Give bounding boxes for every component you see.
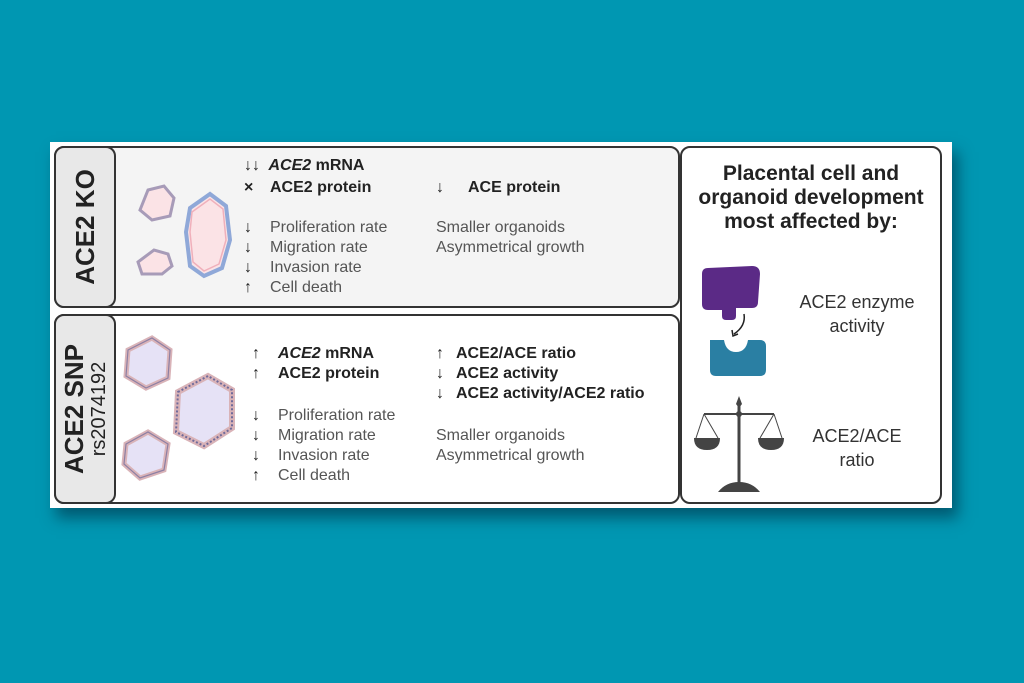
snp-mrna-line: ↑ACE2 mRNA bbox=[252, 345, 375, 362]
ko-morphology-1: Smaller organoids bbox=[436, 219, 565, 236]
snp-ratio-line: ↑ACE2/ACE ratio bbox=[436, 345, 577, 362]
snp-morphology-1: Smaller organoids bbox=[436, 427, 565, 444]
ko-ace-protein-line: ↓ACE protein bbox=[436, 179, 561, 196]
ko-effect-row: ↓Invasion rate bbox=[244, 259, 362, 276]
snp-ratio-line: ↓ACE2 activity/ACE2 ratio bbox=[436, 385, 645, 402]
ko-protein-line: ×ACE2 protein bbox=[244, 179, 372, 196]
ko-organoid-small-bottom bbox=[136, 248, 174, 276]
ko-organoid-small-top bbox=[138, 184, 176, 222]
scale-base bbox=[718, 482, 760, 492]
ko-effect-row: ↓Migration rate bbox=[244, 239, 368, 256]
arrow-icon bbox=[733, 313, 746, 335]
snp-effect-row: ↓Invasion rate bbox=[252, 447, 370, 464]
enzyme-activity-icon bbox=[702, 266, 766, 376]
ko-effect-row: ↓Proliferation rate bbox=[244, 219, 388, 236]
balance-scale-icon bbox=[694, 396, 784, 492]
factor-ace2-ace-ratio: ACE2/ACE ratio bbox=[812, 426, 902, 470]
ace2-snp-panel: ACE2 SNP rs2074192 ↑ACE2 mRNA ↑ACE2 prot… bbox=[54, 314, 680, 504]
summary-panel: Placental cell and organoid development … bbox=[680, 146, 942, 504]
snp-id-label: rs2074192 bbox=[88, 361, 111, 457]
ko-effect-row: ↑Cell death bbox=[244, 279, 343, 296]
summary-heading: Placental cell and organoid development … bbox=[698, 162, 924, 233]
scale-pan-right bbox=[758, 438, 784, 450]
snp-ratio-line: ↓ACE2 activity bbox=[436, 365, 559, 382]
ko-morphology-2: Asymmetrical growth bbox=[436, 239, 585, 256]
ace2-ko-label: ACE2 KO bbox=[70, 169, 101, 285]
snp-morphology-2: Asymmetrical growth bbox=[436, 447, 585, 464]
ace2-snp-label: ACE2 SNP bbox=[59, 343, 90, 475]
scale-pan-left bbox=[694, 438, 720, 450]
snp-effect-row: ↓Migration rate bbox=[252, 427, 376, 444]
ko-mrna-line: ↓↓ ACE2 mRNA bbox=[244, 157, 365, 174]
figure-card: ACE2 KO ↓↓ ACE2 mRNA ×ACE2 protein ↓ACE … bbox=[50, 142, 952, 508]
snp-organoid-large bbox=[172, 372, 235, 450]
ko-organoid-large bbox=[183, 191, 233, 279]
factor-enzyme-activity: ACE2 enzyme activity bbox=[799, 292, 915, 336]
ko-organoids-illustration bbox=[136, 184, 233, 279]
ace2-ko-tab: ACE2 KO bbox=[54, 146, 116, 308]
snp-organoids-illustration bbox=[121, 335, 235, 481]
snp-effect-row: ↑Cell death bbox=[252, 467, 351, 484]
ace2-snp-tab: ACE2 SNP rs2074192 bbox=[54, 314, 116, 504]
ace2-ko-panel: ACE2 KO ↓↓ ACE2 mRNA ×ACE2 protein ↓ACE … bbox=[54, 146, 680, 308]
enzyme-bottom-shape bbox=[710, 340, 766, 376]
enzyme-top-shape bbox=[702, 266, 760, 320]
snp-effect-row: ↓Proliferation rate bbox=[252, 407, 396, 424]
snp-protein-line: ↑ACE2 protein bbox=[252, 365, 380, 382]
